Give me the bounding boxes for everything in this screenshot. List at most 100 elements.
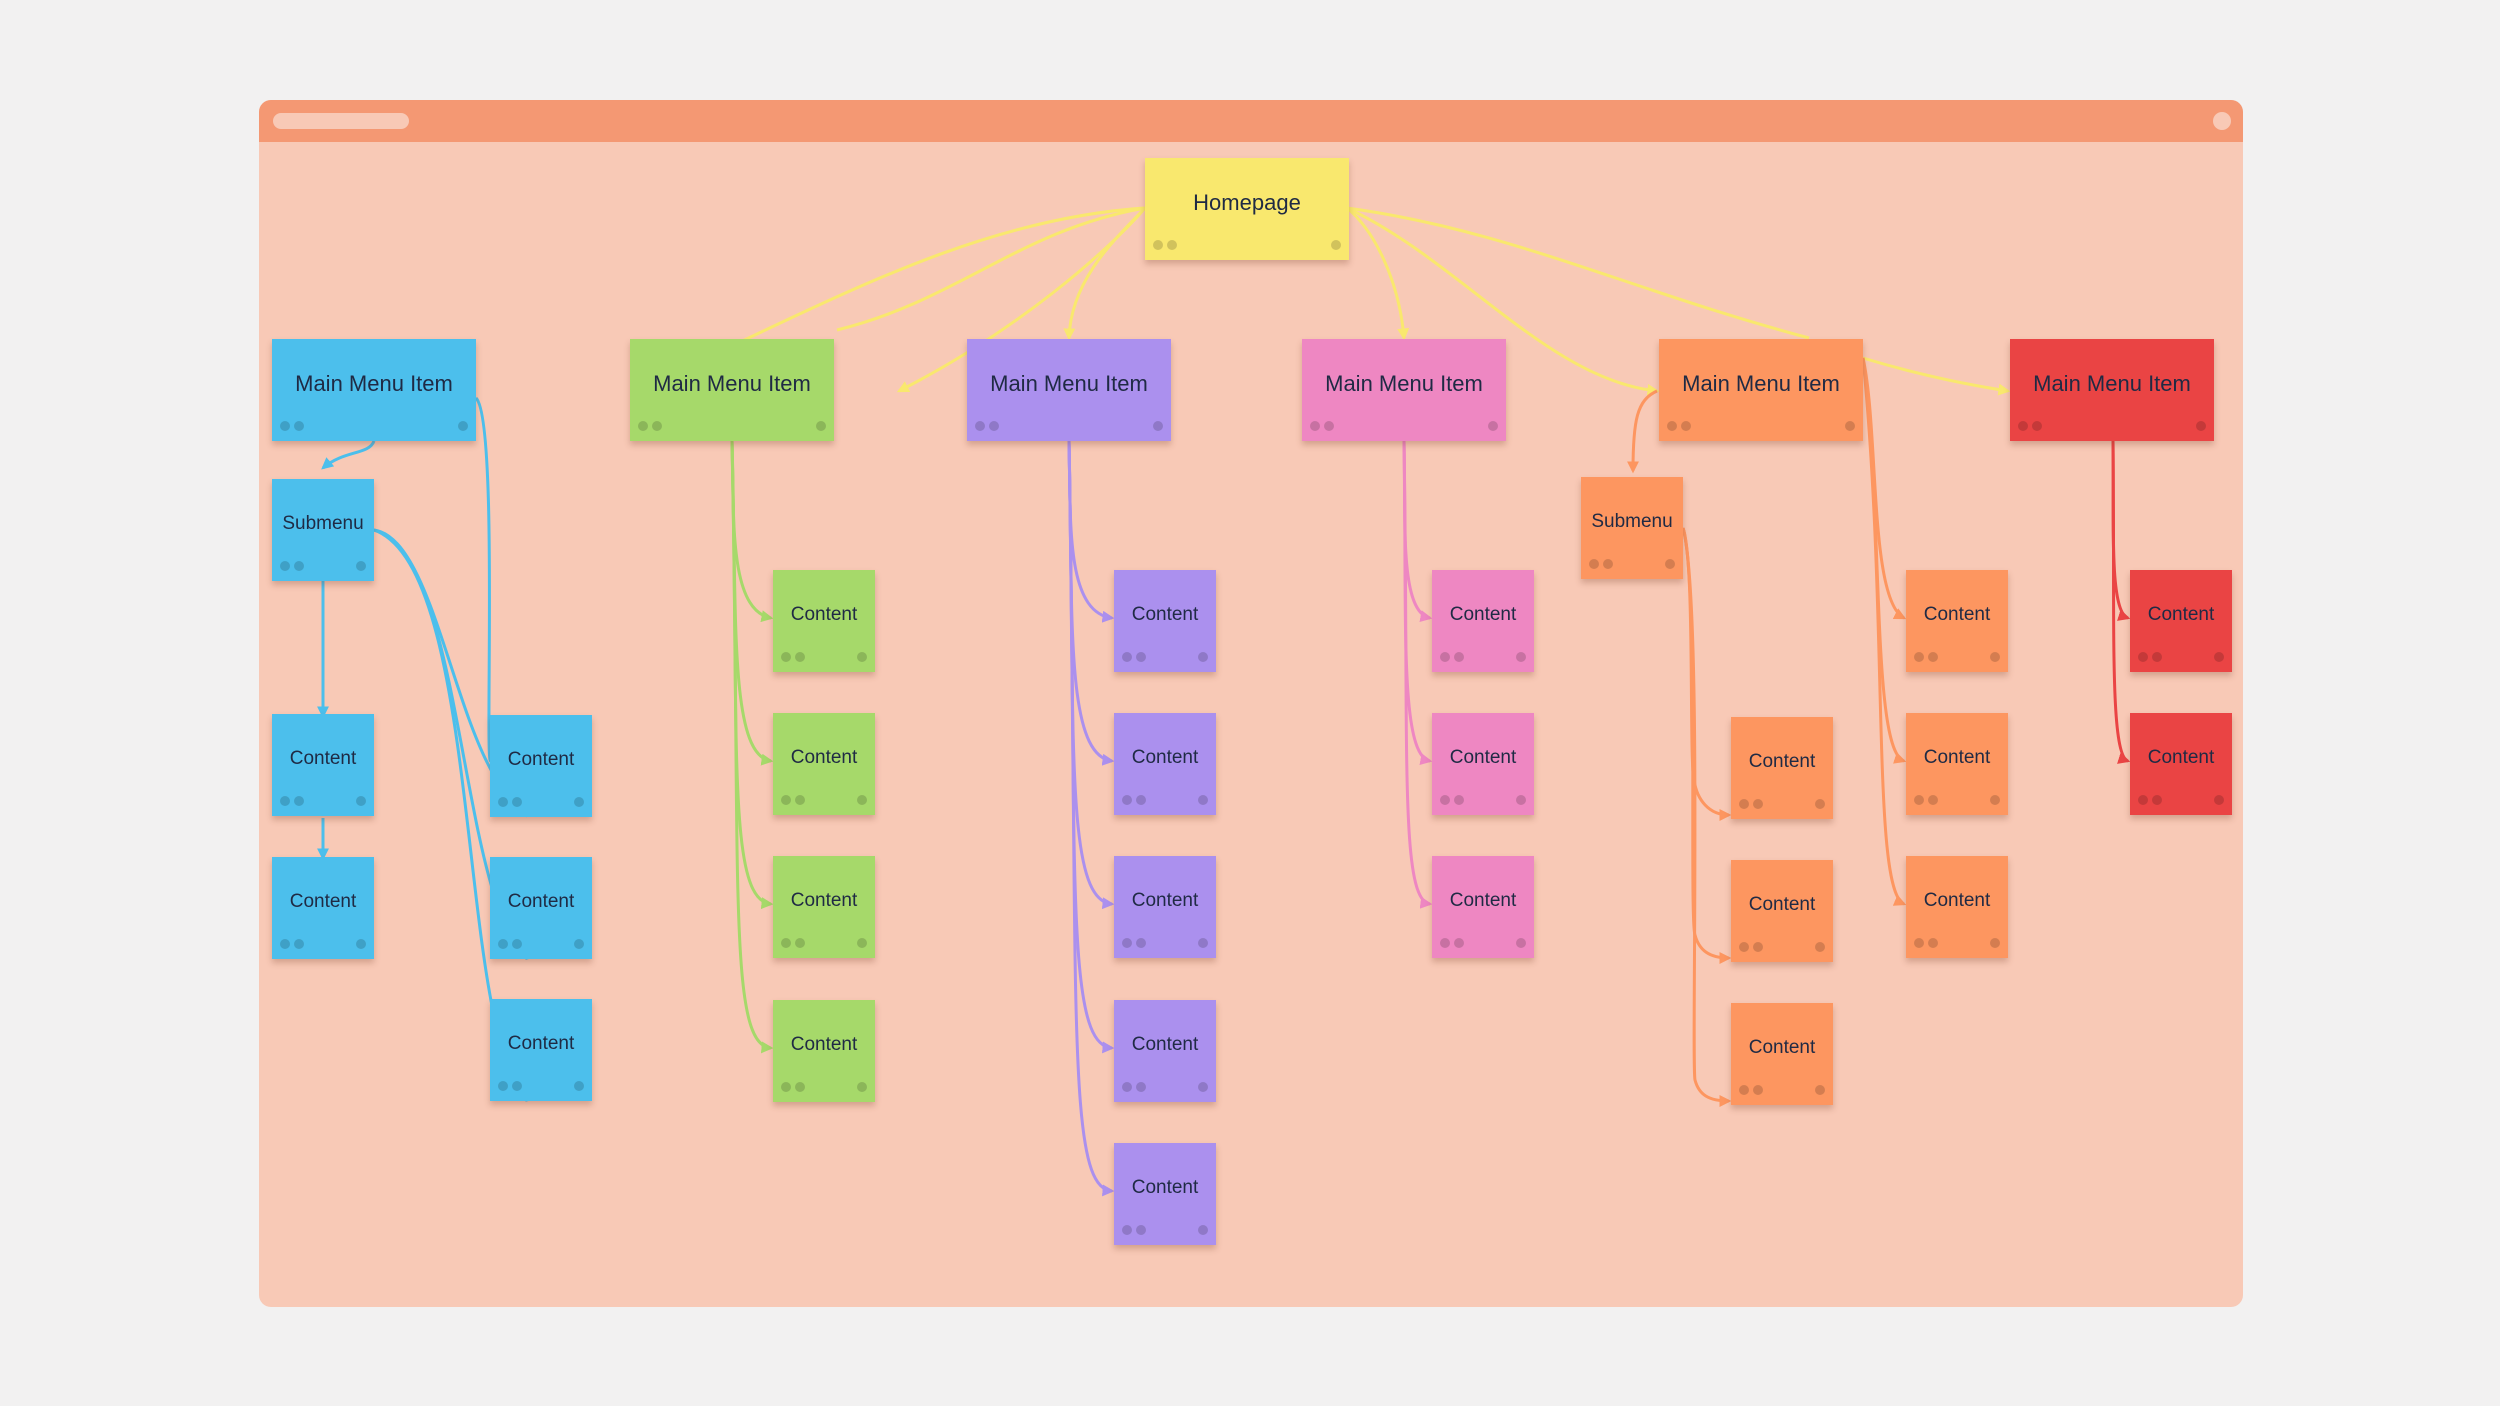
note-dot: [975, 421, 985, 431]
content-label: Content: [1923, 604, 1991, 625]
content-label: Content: [507, 749, 575, 770]
note-dot: [280, 796, 290, 806]
content-note[interactable]: Content: [1906, 713, 2008, 815]
content-label: Content: [1131, 1177, 1199, 1198]
content-label: Content: [1131, 890, 1199, 911]
content-note[interactable]: Content: [1906, 570, 2008, 672]
submenu-note[interactable]: Submenu: [1581, 477, 1683, 579]
note-dot: [1739, 942, 1749, 952]
note-dot: [781, 795, 791, 805]
note-dot: [857, 795, 867, 805]
submenu-label: Submenu: [282, 513, 364, 534]
note-dot: [1136, 1225, 1146, 1235]
note-dot: [638, 421, 648, 431]
content-note[interactable]: Content: [490, 715, 592, 817]
note-dot: [1815, 799, 1825, 809]
content-note[interactable]: Content: [1731, 1003, 1833, 1105]
content-note[interactable]: Content: [1906, 856, 2008, 958]
content-note[interactable]: Content: [2130, 713, 2232, 815]
sitemap-board-window: Homepage Main Menu Item Main Menu Item M…: [259, 100, 2243, 1307]
note-dot: [816, 421, 826, 431]
content-label: Content: [289, 891, 357, 912]
main-menu-item-label: Main Menu Item: [1325, 371, 1483, 396]
content-note[interactable]: Content: [272, 714, 374, 816]
content-note[interactable]: Content: [773, 713, 875, 815]
main-menu-item-note[interactable]: Main Menu Item: [1659, 339, 1863, 441]
main-menu-item-note[interactable]: Main Menu Item: [630, 339, 834, 441]
content-note[interactable]: Content: [1432, 856, 1534, 958]
content-label: Content: [1131, 1034, 1199, 1055]
content-note[interactable]: Content: [1114, 1000, 1216, 1102]
content-label: Content: [1748, 1037, 1816, 1058]
note-dot: [1167, 240, 1177, 250]
content-note[interactable]: Content: [1731, 860, 1833, 962]
content-note[interactable]: Content: [490, 857, 592, 959]
note-dot: [1488, 421, 1498, 431]
note-dot: [1928, 652, 1938, 662]
content-note[interactable]: Content: [490, 999, 592, 1101]
note-dot: [1454, 938, 1464, 948]
content-note[interactable]: Content: [1114, 1143, 1216, 1245]
content-label: Content: [2147, 747, 2215, 768]
note-dot: [2018, 421, 2028, 431]
main-menu-item-note[interactable]: Main Menu Item: [2010, 339, 2214, 441]
content-note[interactable]: Content: [773, 570, 875, 672]
content-note[interactable]: Content: [773, 856, 875, 958]
main-menu-item-note[interactable]: Main Menu Item: [272, 339, 476, 441]
note-dot: [1440, 795, 1450, 805]
note-dot: [1845, 421, 1855, 431]
note-dot: [1122, 795, 1132, 805]
note-dot: [574, 797, 584, 807]
note-dot: [294, 796, 304, 806]
note-dot: [1136, 1082, 1146, 1092]
content-label: Content: [1449, 890, 1517, 911]
note-dot: [1753, 942, 1763, 952]
content-note[interactable]: Content: [1432, 570, 1534, 672]
purple-branch-links: [1067, 440, 1115, 1197]
note-dot: [1739, 1085, 1749, 1095]
content-label: Content: [1131, 747, 1199, 768]
main-menu-item-label: Main Menu Item: [990, 371, 1148, 396]
content-note[interactable]: Content: [1114, 856, 1216, 958]
content-label: Content: [790, 747, 858, 768]
content-label: Content: [790, 890, 858, 911]
content-note[interactable]: Content: [1731, 717, 1833, 819]
content-note[interactable]: Content: [1114, 713, 1216, 815]
window-control-dot[interactable]: [2213, 112, 2231, 130]
note-dot: [1753, 1085, 1763, 1095]
note-dot: [1198, 938, 1208, 948]
content-note[interactable]: Content: [2130, 570, 2232, 672]
note-dot: [1153, 240, 1163, 250]
note-dot: [1665, 559, 1675, 569]
note-dot: [1198, 1225, 1208, 1235]
content-label: Content: [790, 1034, 858, 1055]
content-label: Content: [1923, 890, 1991, 911]
note-dot: [294, 939, 304, 949]
homepage-note[interactable]: Homepage: [1145, 158, 1349, 260]
note-dot: [989, 421, 999, 431]
address-bar-pill: [273, 113, 409, 129]
note-dot: [1516, 795, 1526, 805]
content-label: Content: [289, 748, 357, 769]
note-dot: [1198, 1082, 1208, 1092]
note-dot: [2152, 795, 2162, 805]
note-dot: [512, 797, 522, 807]
content-note[interactable]: Content: [1114, 570, 1216, 672]
note-dot: [2214, 652, 2224, 662]
note-dot: [1454, 652, 1464, 662]
note-dot: [1516, 938, 1526, 948]
submenu-note[interactable]: Submenu: [272, 479, 374, 581]
note-dot: [857, 1082, 867, 1092]
note-dot: [1603, 559, 1613, 569]
content-note[interactable]: Content: [1432, 713, 1534, 815]
note-dot: [498, 939, 508, 949]
note-dot: [1928, 938, 1938, 948]
content-label: Content: [1748, 894, 1816, 915]
note-dot: [1815, 942, 1825, 952]
main-menu-item-note[interactable]: Main Menu Item: [967, 339, 1171, 441]
content-note[interactable]: Content: [773, 1000, 875, 1102]
note-dot: [1440, 652, 1450, 662]
content-note[interactable]: Content: [272, 857, 374, 959]
note-dot: [280, 421, 290, 431]
main-menu-item-note[interactable]: Main Menu Item: [1302, 339, 1506, 441]
